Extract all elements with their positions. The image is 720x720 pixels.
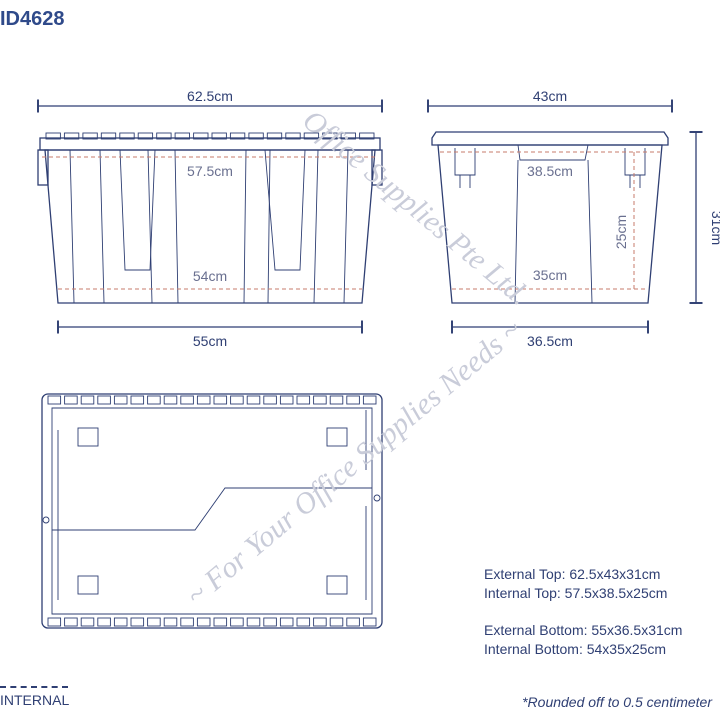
watermark-top: Office Supplies Pte Ltd. [296, 103, 536, 311]
spec-internal-top: Internal Top: 57.5x38.5x25cm [484, 585, 668, 601]
front-internal-top-label: 57.5cm [187, 163, 233, 179]
product-id: ID4628 [0, 8, 65, 30]
spec-external-bottom: External Bottom: 55x36.5x31cm [484, 622, 683, 638]
front-internal-bottom-label: 54cm [193, 268, 227, 284]
watermark: ~ For Your Office Supplies Needs ~ [180, 313, 528, 612]
spec-internal-bottom: Internal Bottom: 54x35x25cm [484, 641, 667, 657]
side-view: 43cm 38.5cm 35cm 25cm 31cm 36.5cm [427, 88, 720, 349]
top-outline [41, 393, 383, 629]
side-body [437, 144, 663, 304]
spec-list: External Top: 62.5x43x31cm Internal Top:… [484, 565, 682, 659]
front-left-flap [119, 149, 156, 271]
front-right-handle [371, 149, 383, 186]
front-bottom-dimension-label: 55cm [193, 333, 227, 349]
front-right-flap [264, 149, 306, 271]
side-internal-bottom-label: 35cm [533, 267, 567, 283]
footnote: *Rounded off to 0.5 centimeter [522, 694, 712, 710]
side-internal-height-label: 25cm [613, 215, 629, 249]
side-lid [431, 131, 669, 146]
lid-teeth [45, 132, 375, 140]
legend-label: INTERNAL [0, 692, 70, 708]
side-height-dimension-label: 31cm [709, 211, 720, 245]
front-view: 62.5cm 57.5cm 54cm 55cm [37, 88, 383, 349]
front-left-handle [37, 149, 49, 186]
side-bottom-dimension-label: 36.5cm [527, 333, 573, 349]
side-top-dimension-label: 43cm [533, 88, 567, 104]
legend-dash-swatch [0, 686, 68, 688]
top-view [41, 393, 383, 629]
front-top-dimension-label: 62.5cm [187, 88, 233, 104]
top-view-teeth [47, 395, 377, 627]
spec-external-top: External Top: 62.5x43x31cm [484, 566, 661, 582]
legend: INTERNAL [0, 686, 69, 710]
side-internal-top-label: 38.5cm [527, 163, 573, 179]
